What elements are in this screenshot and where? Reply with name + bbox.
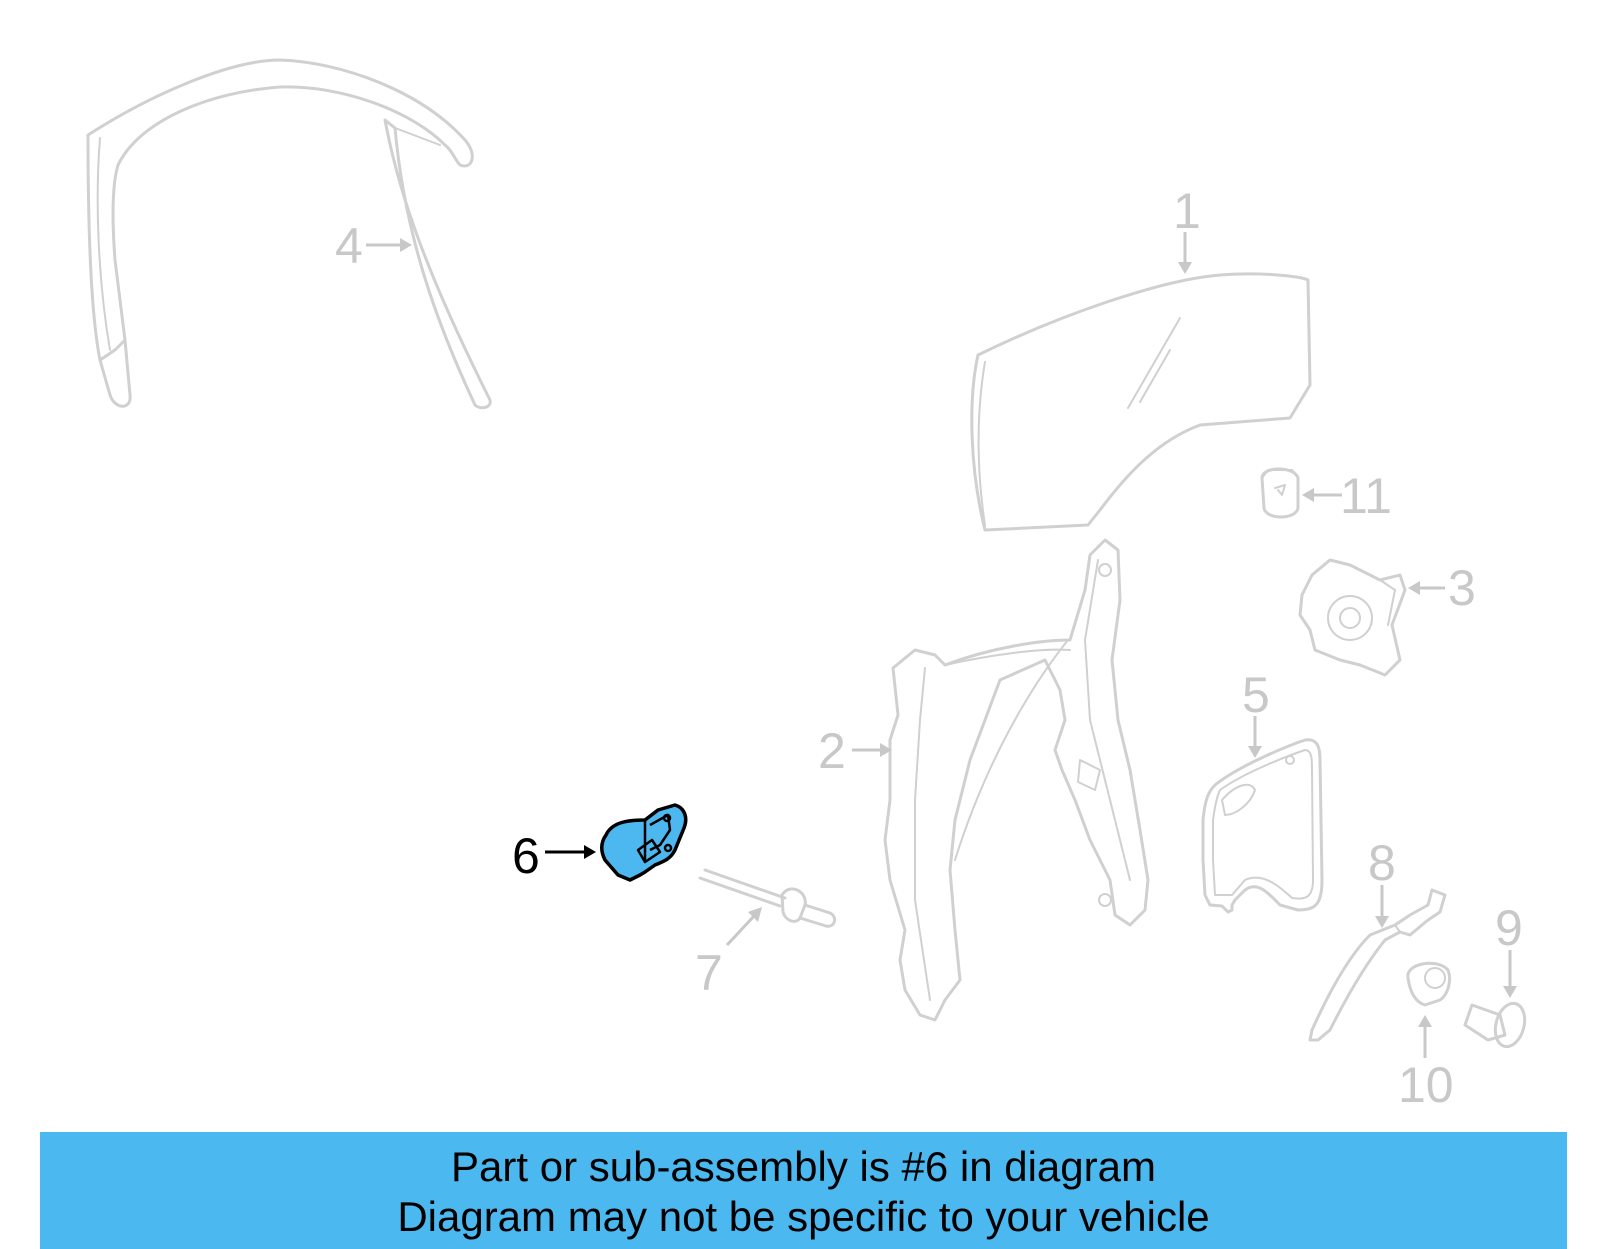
part-2-window-regulator[interactable]	[883, 538, 1150, 1022]
callout-5[interactable]: 5	[1242, 667, 1270, 723]
callout-8[interactable]: 8	[1368, 835, 1396, 891]
banner-line-disclaimer: Diagram may not be specific to your vehi…	[397, 1193, 1210, 1240]
callout-1[interactable]: 1	[1173, 183, 1201, 239]
part-8-bracket[interactable]	[1308, 888, 1447, 1042]
part-6-highlighted-bracket[interactable]	[600, 803, 688, 882]
part-5-seal[interactable]	[1201, 738, 1324, 914]
part-10-push-pin[interactable]	[1406, 961, 1452, 1007]
callout-2[interactable]: 2	[818, 723, 846, 779]
part-11-clip[interactable]	[1260, 467, 1300, 519]
part-3-window-motor[interactable]	[1298, 558, 1407, 677]
callout-3[interactable]: 3	[1448, 560, 1476, 616]
banner-line-part: Part or sub-assembly is #6 in diagram	[451, 1143, 1156, 1190]
part-4-weatherstrip[interactable]	[86, 58, 492, 410]
part-9-plug[interactable]	[1463, 1000, 1529, 1050]
callout-10[interactable]: 10	[1398, 1057, 1454, 1113]
part-1-door-glass[interactable]	[970, 272, 1312, 532]
callout-7[interactable]: 7	[695, 945, 723, 1001]
callout-9[interactable]: 9	[1495, 900, 1523, 956]
callout-6[interactable]: 6	[512, 828, 540, 884]
part-7-rivet[interactable]	[698, 868, 837, 928]
callout-11[interactable]: 11	[1340, 468, 1392, 524]
info-banner: Part or sub-assembly is #6 in diagram Di…	[40, 1132, 1567, 1249]
callout-4[interactable]: 4	[335, 218, 363, 274]
